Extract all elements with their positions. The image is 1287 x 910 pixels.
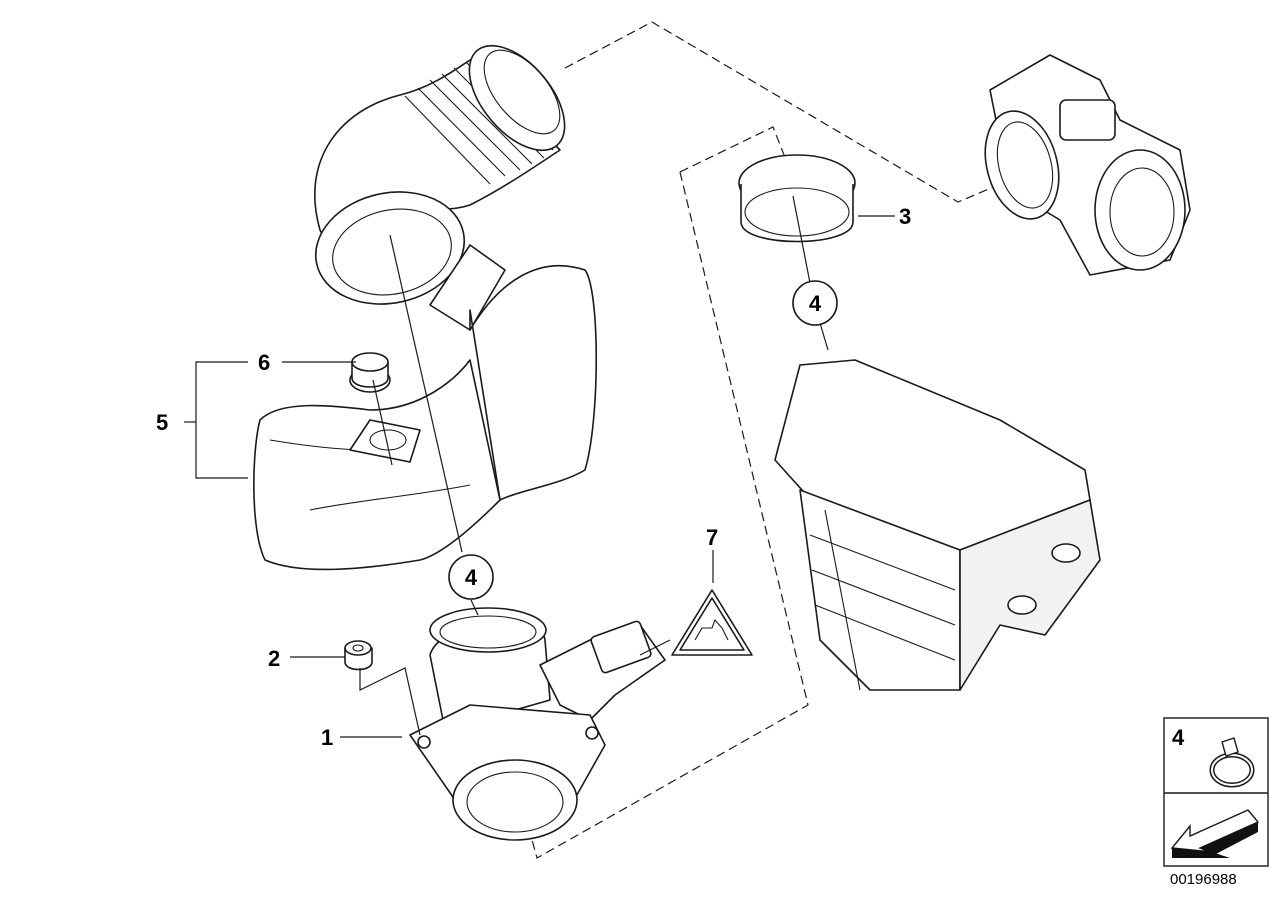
- navigation-arrow-icon: [1170, 809, 1260, 858]
- nut-part: [344, 640, 373, 671]
- air-mass-meter-part: [409, 607, 666, 841]
- callout-2: 2: [268, 646, 280, 671]
- air-filter-housing-part: [774, 359, 1101, 691]
- circled-callout-4-top-label: 4: [809, 291, 822, 316]
- callout-3: 3: [899, 204, 911, 229]
- legend-box: 4: [1163, 717, 1269, 867]
- callout-1: 1: [321, 725, 333, 750]
- callout-6: 6: [258, 350, 270, 375]
- connector-warning-icon: [671, 589, 753, 656]
- circled-callout-4-bottom-label: 4: [465, 565, 478, 590]
- resonator-part: [253, 265, 597, 571]
- intake-boot-part: [314, 44, 566, 331]
- throttle-body-part: [984, 54, 1191, 276]
- callout-7: 7: [706, 525, 718, 550]
- ring-part: [738, 154, 856, 243]
- leader-lines: [184, 195, 895, 738]
- grommet-part: [349, 352, 391, 393]
- document-number: 00196988: [1170, 871, 1237, 888]
- circled-callout-4-bottom: 4: [448, 554, 494, 600]
- hose-clamp-icon: [1209, 737, 1255, 788]
- callouts: 1 2 3 5 6 7: [156, 204, 911, 750]
- callout-5: 5: [156, 410, 168, 435]
- circled-callout-4-top: 4: [792, 280, 838, 326]
- legend-label-4: 4: [1172, 725, 1185, 750]
